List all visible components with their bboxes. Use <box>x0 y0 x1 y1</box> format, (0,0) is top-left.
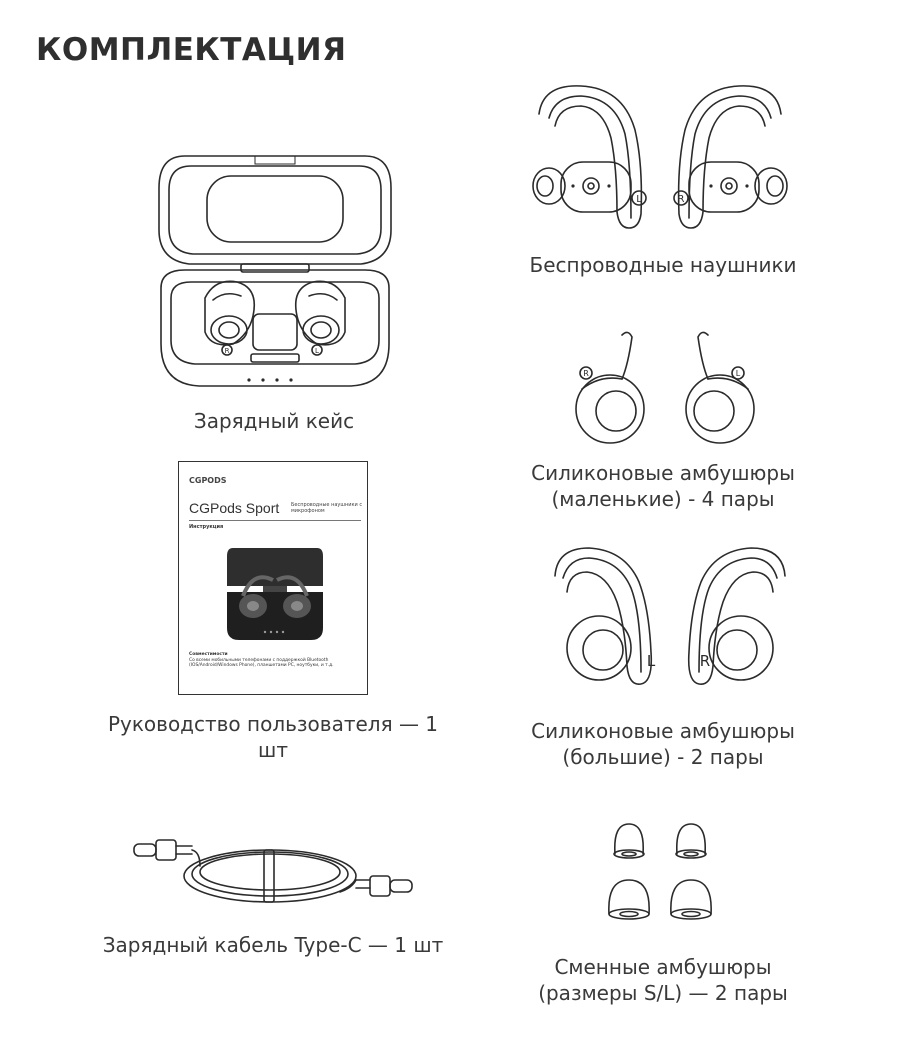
ear-tip-small-1 <box>614 824 644 858</box>
manual-logo: CGPODS <box>189 476 227 485</box>
small-silicone-tips-illustration: R L <box>570 325 760 445</box>
manual-cover-photo <box>227 548 323 640</box>
small-tip-left-marker: L <box>736 369 741 378</box>
ear-tip-large-2 <box>671 880 711 919</box>
large-tip-right-marker: R <box>700 652 710 670</box>
earbud-left-marker: L <box>636 194 642 205</box>
charging-case-caption: Зарядный кейс <box>193 409 355 433</box>
manual-product-subtitle: Беспроводные наушники с микрофоном <box>291 502 363 514</box>
large-tip-left-marker: L <box>647 652 656 670</box>
ear-tip-large-1 <box>609 880 649 919</box>
earbud-right-marker: R <box>678 194 685 205</box>
page-title: КОМПЛЕКТАЦИЯ <box>36 32 347 68</box>
replacement-ear-tips-illustration <box>605 820 725 928</box>
small-tips-caption: Силиконовые амбушюры (маленькие) - 4 пар… <box>531 461 795 511</box>
user-manual-illustration: CGPODS CGPods Sport Беспроводные наушник… <box>178 461 368 695</box>
large-silicone-tips-illustration: L R <box>545 542 795 692</box>
manual-divider <box>189 520 361 521</box>
type-c-cable-illustration <box>130 822 420 917</box>
large-tips-caption: Силиконовые амбушюры (большие) - 2 пары <box>531 719 795 769</box>
small-tip-right-marker: R <box>583 369 589 378</box>
case-right-marker: R <box>225 347 230 355</box>
wireless-earbuds-illustration: L R <box>525 78 795 238</box>
charging-case-illustration: R L <box>155 148 395 393</box>
cable-caption: Зарядный кабель Type-C — 1 шт <box>102 933 444 957</box>
replacement-tips-caption: Сменные амбушюры (размеры S/L) — 2 пары <box>538 955 788 1005</box>
ear-tip-small-2 <box>676 824 706 858</box>
case-left-marker: L <box>315 347 319 355</box>
manual-product-name: CGPods Sport <box>189 500 280 516</box>
manual-section-label: Инструкция <box>189 524 224 530</box>
manual-compatibility: Совместимости Со всеми мобильными телефо… <box>189 652 334 669</box>
user-manual-caption: Руководство пользователя — 1 шт <box>107 712 439 762</box>
earbuds-caption: Беспроводные наушники <box>529 253 797 277</box>
